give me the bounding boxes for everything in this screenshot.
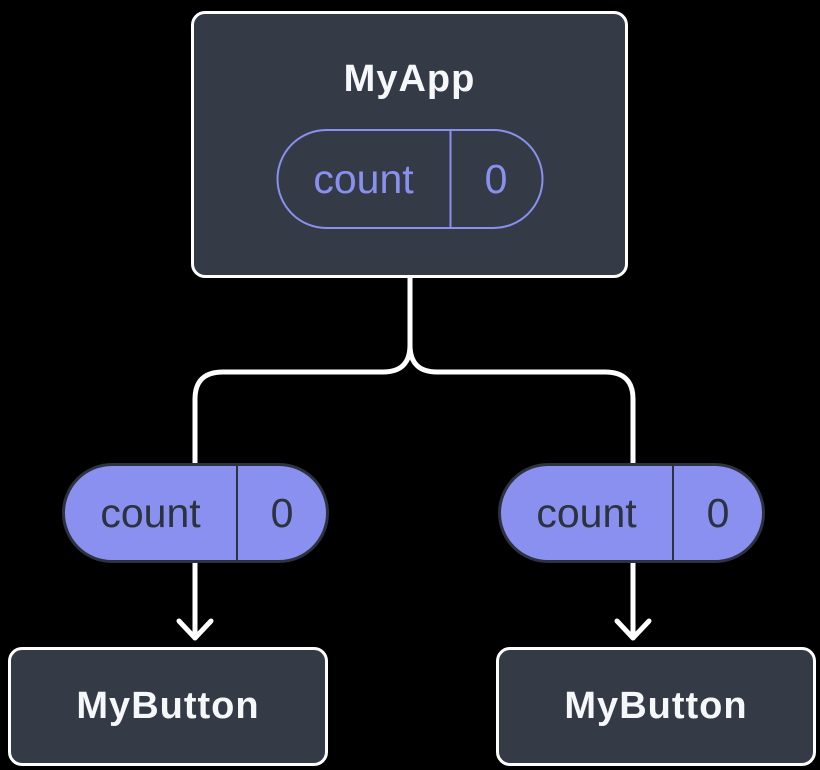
state-pill-divider: [449, 131, 451, 227]
connector-left-branch: [192, 273, 413, 640]
state-pill-label: count: [313, 155, 414, 202]
myapp-node: MyApp count 0: [191, 11, 628, 278]
mybutton-node-right-title: MyButton: [564, 685, 748, 727]
prop-pill-right-label: count: [536, 489, 637, 536]
mybutton-node-left-title: MyButton: [76, 685, 260, 727]
prop-pill-left: count 0: [62, 463, 329, 563]
prop-pill-right-value: 0: [706, 489, 730, 536]
mybutton-node-right: MyButton: [496, 647, 816, 766]
connector-right-branch: [407, 273, 636, 640]
state-pill: count 0: [276, 129, 543, 229]
prop-pill-left-divider: [236, 466, 238, 560]
arrow-down-icon: [176, 618, 214, 641]
prop-pill-left-value: 0: [270, 489, 294, 536]
arrow-down-icon: [614, 618, 652, 641]
mybutton-node-left: MyButton: [8, 647, 328, 766]
prop-pill-right-divider: [672, 466, 674, 560]
prop-pill-right: count 0: [498, 463, 765, 563]
prop-pill-left-label: count: [100, 489, 201, 536]
state-pill-value: 0: [484, 155, 508, 202]
myapp-node-title: MyApp: [343, 58, 476, 100]
